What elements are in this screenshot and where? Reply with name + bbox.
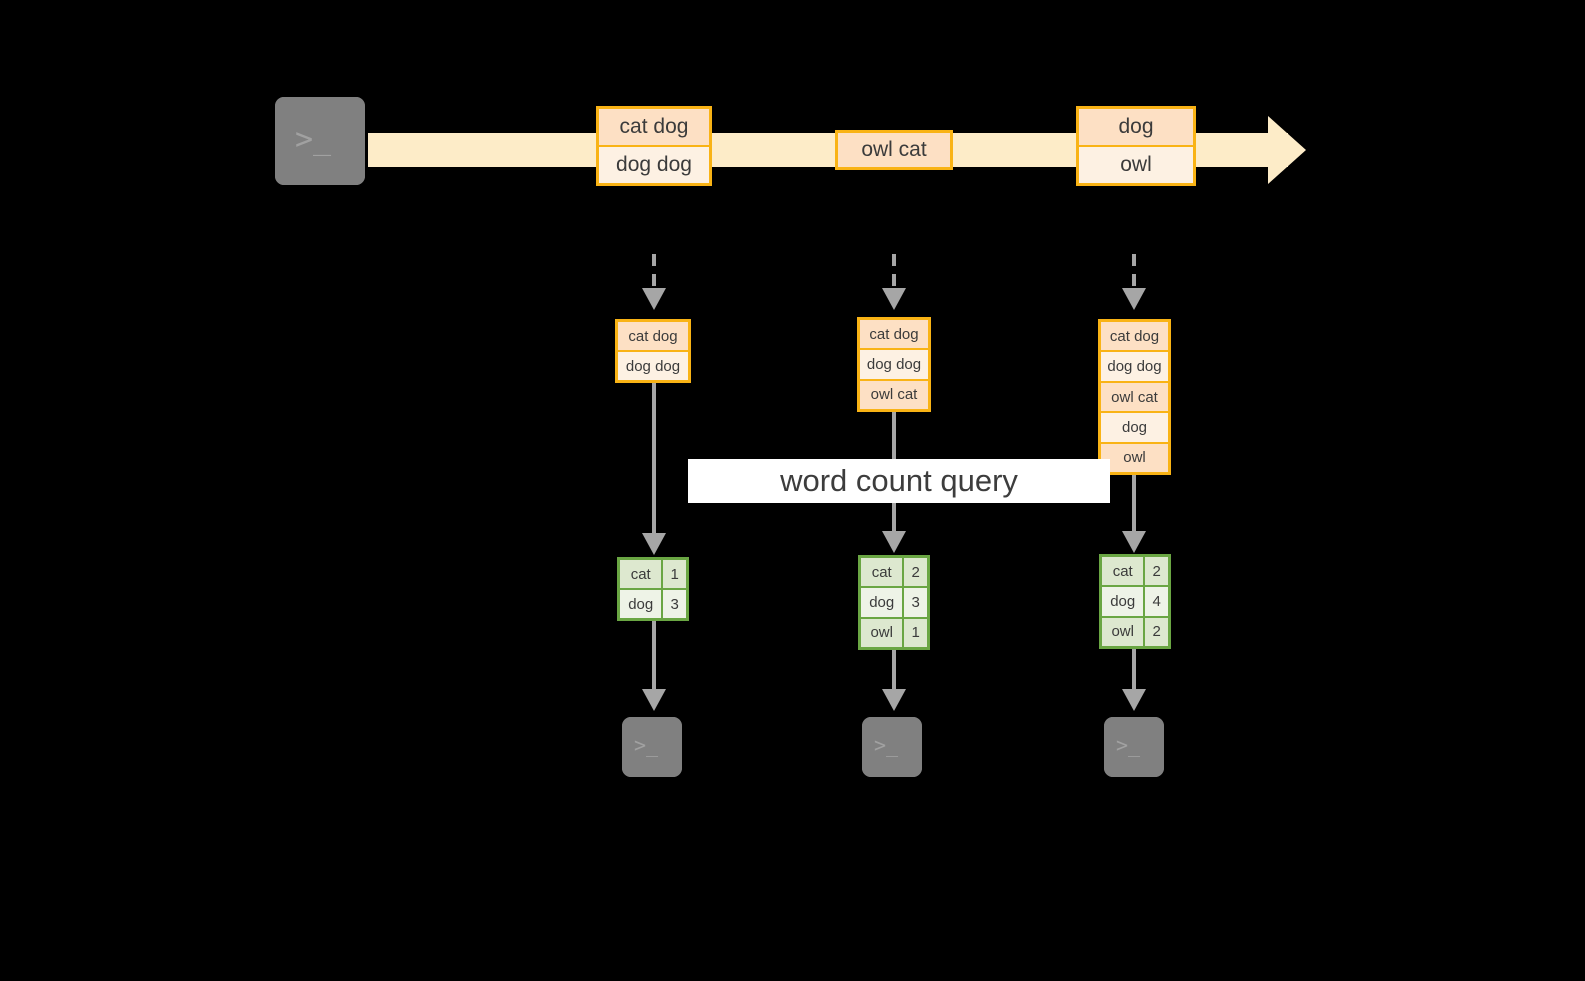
result-word: cat [861,558,905,587]
result-word: dog [620,590,664,618]
snapshot-input-table-1[interactable]: cat dog dog dog [615,319,691,383]
snapshot-result-table-2[interactable]: cat 2 dog 3 owl 1 [858,555,930,650]
snapshot-input-row: owl cat [1101,382,1168,414]
sink-flow-line-2 [892,650,896,691]
result-count: 2 [1145,557,1168,586]
query-flow-arrowhead-1 [642,533,666,555]
snapshot-input-row: cat dog [860,320,928,351]
sink-terminal-icon-2[interactable]: >_ [852,707,932,787]
result-count: 2 [1145,617,1168,646]
snapshot-result-table-1[interactable]: cat 1 dog 3 [617,557,689,621]
result-row: cat 2 [861,558,927,589]
sink-terminal-icon-1[interactable]: >_ [612,707,692,787]
result-word: cat [1102,557,1146,586]
result-word: dog [1102,587,1146,616]
snapshot-input-row: dog dog [860,350,928,381]
terminal-prompt-glyph: >_ [295,122,332,157]
sink-terminal-icon-3[interactable]: >_ [1094,707,1174,787]
result-count: 1 [663,560,686,588]
snapshot-tap-arrowhead-1 [642,288,666,310]
snapshot-input-row: dog [1101,413,1168,444]
terminal-prompt-glyph: >_ [1116,733,1141,757]
query-label-band: word count query [688,459,1110,503]
result-count: 1 [904,618,927,647]
stream-record: owl [1079,147,1193,183]
query-flow-line-3 [1132,475,1136,533]
snapshot-tap-line-1 [652,254,656,290]
terminal-body [862,717,922,777]
stream-group-2[interactable]: owl cat [835,130,953,170]
snapshot-input-row: dog dog [618,352,688,380]
terminal-prompt-glyph: >_ [634,733,659,757]
snapshot-result-table-3[interactable]: cat 2 dog 4 owl 2 [1099,554,1171,649]
sink-flow-arrowhead-2 [882,689,906,711]
sink-flow-line-1 [652,621,656,691]
snapshot-input-row: cat dog [1101,322,1168,353]
snapshot-input-row: owl cat [860,380,928,409]
stream-record: owl cat [838,133,950,167]
snapshot-input-table-3[interactable]: cat dog dog dog owl cat dog owl [1098,319,1171,475]
stream-record: dog [1079,109,1193,147]
snapshot-tap-arrowhead-3 [1122,288,1146,310]
result-count: 4 [1145,587,1168,616]
result-word: dog [861,588,905,617]
result-row: dog 3 [620,590,686,618]
source-terminal-icon[interactable]: >_ [265,87,375,195]
stream-group-1[interactable]: cat dog dog dog [596,106,712,186]
stream-arrow-head [1268,116,1306,184]
terminal-body [622,717,682,777]
snapshot-tap-arrowhead-2 [882,288,906,310]
result-word: owl [1102,617,1146,646]
sink-flow-line-3 [1132,649,1136,691]
snapshot-input-row: dog dog [1101,352,1168,383]
snapshot-tap-line-3 [1132,254,1136,290]
result-row: dog 4 [1102,587,1168,618]
result-row: owl 1 [861,618,927,647]
stream-group-3[interactable]: dog owl [1076,106,1196,186]
snapshot-input-table-2[interactable]: cat dog dog dog owl cat [857,317,931,412]
query-flow-line-1 [652,383,656,535]
stream-record: dog dog [599,147,709,183]
result-count: 2 [904,558,927,587]
snapshot-tap-line-2 [892,254,896,290]
snapshot-input-row: cat dog [618,322,688,352]
result-row: owl 2 [1102,617,1168,646]
terminal-body [275,97,365,185]
stream-record: cat dog [599,109,709,147]
query-flow-arrowhead-3 [1122,531,1146,553]
result-count: 3 [904,588,927,617]
terminal-prompt-glyph: >_ [874,733,899,757]
result-word: owl [861,618,905,647]
result-word: cat [620,560,664,588]
sink-flow-arrowhead-1 [642,689,666,711]
result-row: cat 2 [1102,557,1168,588]
terminal-body [1104,717,1164,777]
snapshot-input-row: owl [1101,443,1168,473]
result-row: dog 3 [861,588,927,619]
query-flow-arrowhead-2 [882,531,906,553]
result-row: cat 1 [620,560,686,590]
sink-flow-arrowhead-3 [1122,689,1146,711]
result-count: 3 [663,590,686,618]
